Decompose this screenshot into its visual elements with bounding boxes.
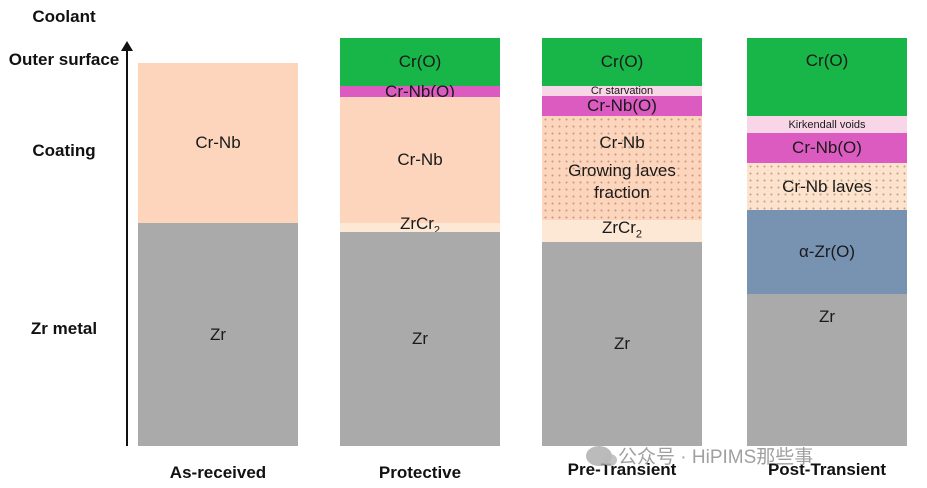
- layer-label: Cr(O): [398, 52, 442, 71]
- layer-label-line2: Growing laves: [568, 161, 676, 180]
- column-title-post-transient: Post-Transient: [767, 460, 887, 479]
- layer-label: ZrCr2: [602, 217, 642, 245]
- layer-label: α-Zr(O): [798, 242, 856, 261]
- layer-label: ZrCr2: [400, 213, 440, 241]
- layer-cr-nb-o: Cr-Nb(O): [542, 96, 702, 116]
- zrcr-subscript: 2: [635, 228, 643, 241]
- layer-cr-nb-laves: Cr-Nb laves: [747, 163, 907, 210]
- zrcr-text: ZrCr: [399, 214, 434, 234]
- layer-zr: Zr: [138, 223, 298, 446]
- arrow-up-icon: [121, 41, 133, 51]
- zrcr-subscript: 2: [433, 224, 441, 237]
- watermark-text: 公众号 · HiPIMS那些事: [618, 447, 814, 468]
- layer-cr-nb-o: Cr-Nb(O): [340, 82, 500, 101]
- depth-axis-line: [126, 48, 128, 446]
- column-protective: Cr(O) Cr-Nb(O) Cr-Nb ZrCr2 Zr: [340, 38, 500, 446]
- outer-surface-label: Outer surface: [8, 50, 120, 69]
- layer-label: Cr-Nb(O): [587, 96, 657, 115]
- layer-label-line3: fraction: [594, 183, 650, 202]
- layer-label: Zr: [818, 307, 836, 326]
- layer-zr: Zr: [542, 242, 702, 446]
- column-title-protective: Protective: [378, 463, 462, 482]
- layer-label: Cr-Nb: [195, 133, 241, 152]
- layer-cr-nb-growing-laves: Cr-Nb Growing laves fraction: [542, 116, 702, 220]
- layer-zrcr2: ZrCr2: [340, 214, 500, 237]
- layer-zr: Zr: [747, 294, 907, 446]
- layer-cr-nb-o: Cr-Nb(O): [747, 133, 907, 163]
- wechat-icon: [586, 445, 617, 466]
- layer-label: Cr(O): [805, 51, 849, 70]
- layer-label: Cr-Nb: [397, 150, 443, 169]
- zrcr-text: ZrCr: [601, 217, 636, 237]
- layer-label: Cr-Nb: [599, 133, 645, 152]
- layer-cr-nb: Cr-Nb: [340, 97, 500, 223]
- column-pre-transient: Cr(O) Cr starvation Cr-Nb(O) Cr-Nb Growi…: [542, 38, 702, 446]
- layer-cr-starvation: Cr starvation: [542, 85, 702, 97]
- layer-kirkendall-voids: Kirkendall voids: [747, 116, 907, 133]
- layer-zr: Zr: [340, 232, 500, 446]
- watermark: 公众号 · HiPIMS那些事: [586, 442, 813, 469]
- coating-label: Coating: [32, 141, 96, 160]
- layer-cr-o: Cr(O): [747, 38, 907, 116]
- layer-label: Zr: [411, 329, 429, 348]
- layer-cr-nb: Cr-Nb: [138, 63, 298, 223]
- column-title-as-received: As-received: [169, 463, 267, 482]
- layer-label: Cr(O): [600, 52, 644, 71]
- layer-alpha-zr-o: α-Zr(O): [747, 210, 907, 294]
- layer-label: Cr-Nb(O): [385, 81, 455, 101]
- column-as-received: Cr-Nb Zr: [138, 63, 298, 446]
- layer-label: Cr-Nb(O): [792, 138, 862, 157]
- layer-zrcr2: ZrCr2: [542, 217, 702, 245]
- layer-label: Cr-Nb laves: [782, 176, 872, 196]
- layer-label: Cr starvation: [590, 85, 654, 97]
- layer-cr-o: Cr(O): [340, 38, 500, 86]
- layer-cr-o: Cr(O): [542, 38, 702, 86]
- layer-label: Kirkendall voids: [788, 118, 866, 131]
- column-post-transient: Cr(O) Kirkendall voids Cr-Nb(O) Cr-Nb la…: [747, 38, 907, 446]
- layer-label: Zr: [613, 334, 631, 353]
- layer-label: Zr: [209, 324, 227, 344]
- zr-metal-label: Zr metal: [30, 319, 98, 338]
- coolant-label: Coolant: [32, 7, 96, 26]
